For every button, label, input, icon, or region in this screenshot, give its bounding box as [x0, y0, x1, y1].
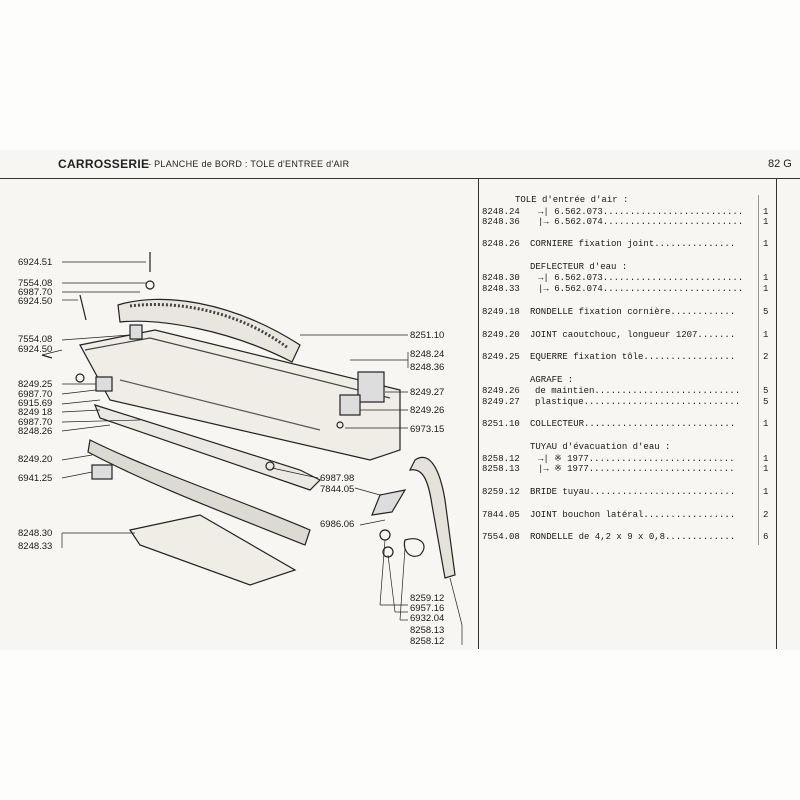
callout-label: 7554.08	[18, 278, 53, 289]
table-row-desc: TOLE d'entrée d'air :	[515, 195, 629, 205]
table-row-desc: COLLECTEUR............................	[530, 419, 736, 429]
callout-label: 6957.16	[410, 603, 445, 614]
table-row-qty: 1	[763, 454, 769, 464]
callout-label: 6915.69	[18, 398, 53, 409]
callout-label: 6986.06	[320, 519, 355, 530]
table-row-ref: 8248.30	[482, 273, 520, 283]
callout-label: 8248.30	[18, 528, 53, 539]
table-row-qty: 2	[763, 510, 769, 520]
table-row-qty: 5	[763, 397, 769, 407]
section-title: CARROSSERIE	[58, 157, 150, 171]
table-row-ref: 8248.26	[482, 239, 520, 249]
table-row-qty: 1	[763, 207, 769, 217]
page-number: 82 G	[768, 158, 792, 170]
callout-label: 8249.25	[18, 379, 53, 390]
callout-label: 8249.26	[410, 405, 445, 416]
table-row-desc: TUYAU d'évacuation d'eau :	[530, 442, 671, 452]
table-row-ref: 8258.13	[482, 464, 520, 474]
callout-label: 8249.27	[410, 387, 445, 398]
table-row-ref: 8259.12	[482, 487, 520, 497]
table-row-qty: 1	[763, 487, 769, 497]
callout-label: 6924.50	[18, 296, 53, 307]
table-row-ref: 8251.10	[482, 419, 520, 429]
qty-divider	[758, 195, 759, 545]
table-row-desc: AGRAFE :	[530, 375, 574, 385]
table-row-desc: BRIDE tuyau...........................	[530, 487, 736, 497]
table-row-qty: 1	[763, 239, 769, 249]
callout-label: 7554.08	[18, 334, 53, 345]
callout-label: 6924.50	[18, 344, 53, 355]
table-row-qty: 1	[763, 273, 769, 283]
table-row-ref: 7554.08	[482, 532, 520, 542]
table-row-ref: 8249.27	[482, 397, 520, 407]
table-row-qty: 1	[763, 330, 769, 340]
callout-label: 6987.70	[18, 417, 53, 428]
table-row-desc: DEFLECTEUR d'eau :	[530, 262, 628, 272]
callout-label: 8248.36	[410, 362, 445, 373]
callout-label: 8251.10	[410, 330, 445, 341]
callout-label: 6941.25	[18, 473, 53, 484]
table-row-desc: →| 6.562.073..........................	[538, 207, 744, 217]
callout-label: 8248.24	[410, 349, 445, 360]
page-header: CARROSSERIE - PLANCHE de BORD : TOLE d'E…	[0, 150, 800, 179]
table-row-qty: 6	[763, 532, 769, 542]
callout-label: 8258.13	[410, 625, 445, 636]
table-row-desc: →| 6.562.073..........................	[538, 273, 744, 283]
table-row-qty: 2	[763, 352, 769, 362]
table-row-qty: 1	[763, 284, 769, 294]
callout-label: 6924.51	[18, 257, 53, 268]
table-row-desc: EQUERRE fixation tôle.................	[530, 352, 736, 362]
callout-label: 6932.04	[410, 613, 445, 624]
callout-label: 6973.15	[410, 424, 445, 435]
table-row-ref: 8249.26	[482, 386, 520, 396]
callout-label: 8248.26	[18, 426, 53, 437]
table-row-desc: |→ 6.562.074..........................	[538, 284, 744, 294]
table-row-ref: 8249.25	[482, 352, 520, 362]
callout-label: 8248.33	[18, 541, 53, 552]
table-row-desc: →| ※ 1977...........................	[538, 454, 735, 464]
table-row-desc: CORNIERE fixation joint...............	[530, 239, 736, 249]
table-row-ref: 8248.33	[482, 284, 520, 294]
callout-label: 8258.12	[410, 636, 445, 647]
table-row-ref: 8258.12	[482, 454, 520, 464]
table-row-desc: de maintien...........................	[535, 386, 741, 396]
table-row-qty: 1	[763, 419, 769, 429]
table-row-desc: JOINT bouchon latéral.................	[530, 510, 736, 520]
table-row-qty: 5	[763, 307, 769, 317]
table-row-desc: |→ 6.562.074..........................	[538, 217, 744, 227]
callout-label: 8249 18	[18, 407, 53, 418]
table-row-ref: 8249.18	[482, 307, 520, 317]
table-row-desc: RONDELLE fixation cornière............	[530, 307, 736, 317]
table-row-desc: RONDELLE de 4,2 x 9 x 0,8.............	[530, 532, 736, 542]
table-left-divider	[478, 179, 479, 649]
section-subtitle: - PLANCHE de BORD : TOLE d'ENTREE d'AIR	[148, 159, 350, 169]
table-row-ref: 7844.05	[482, 510, 520, 520]
table-row-ref: 8248.24	[482, 207, 520, 217]
callout-label: 6987.70	[18, 389, 53, 400]
table-row-qty: 1	[763, 464, 769, 474]
table-row-ref: 8249.20	[482, 330, 520, 340]
table-row-desc: plastique.............................	[535, 397, 741, 407]
callout-label: 6987.70	[18, 287, 53, 298]
callout-label: 6987.98	[320, 473, 355, 484]
table-row-ref: 8248.36	[482, 217, 520, 227]
callout-label: 8259.12	[410, 593, 445, 604]
callout-label: 8249.20	[18, 454, 53, 465]
callout-label: 7844.05	[320, 484, 355, 495]
table-right-divider	[776, 179, 777, 649]
table-row-qty: 1	[763, 217, 769, 227]
table-row-desc: |→ ※ 1977...........................	[538, 464, 735, 474]
table-row-desc: JOINT caoutchouc, longueur 1207.......	[530, 330, 736, 340]
table-row-qty: 5	[763, 386, 769, 396]
